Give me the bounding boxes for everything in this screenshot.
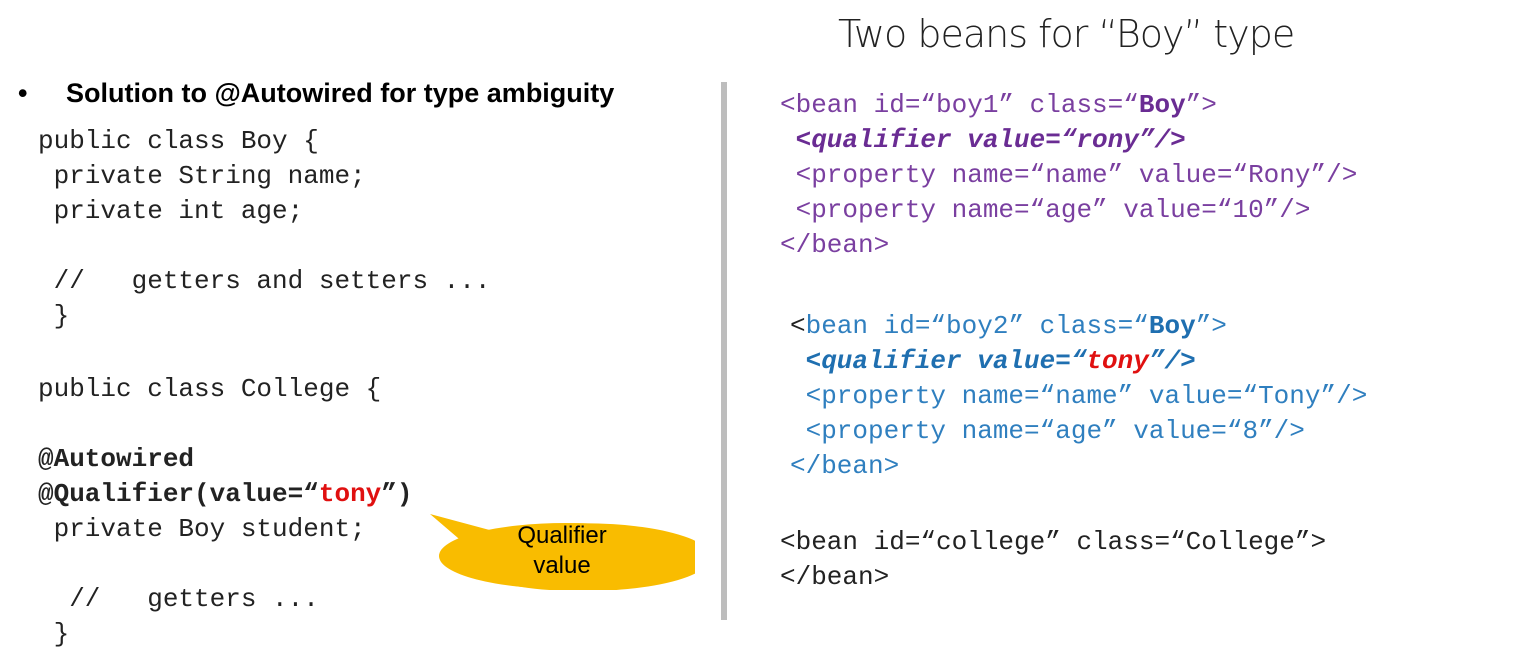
code-token: <qualifier value=“ [780,125,1077,155]
qualifier-value: tony [318,479,382,509]
autowired-annotation: @Autowired [38,444,195,474]
slide-title: Two beans for “Boy” type [838,12,1295,56]
bullet-heading: • Solution to @Autowired for type ambigui… [18,78,614,109]
code-token: ”) [381,479,413,509]
callout-text: Qualifier value [437,521,687,581]
xml-bean-close: </bean> [780,230,890,260]
xml-qualifier: <qualifier value=“tony”/> [790,346,1196,376]
qualifier-value: tony [1086,346,1149,376]
code-token: ”> [1185,90,1217,120]
heading-text: Solution to @Autowired for type ambiguit… [66,78,615,108]
vertical-divider [721,82,727,620]
code-line: private Boy student; [38,514,366,544]
callout-line: value [533,552,591,579]
xml-property: <property name=“name” value=“Rony”/> [780,160,1358,190]
callout-line: Qualifier [517,522,607,549]
bullet-icon: • [18,78,28,108]
code-token: ”/> [1148,346,1196,376]
xml-bean-open: <bean id=“boy2” class=“Boy”> [790,311,1227,341]
class-name: Boy [1148,311,1196,341]
code-comment: // getters and setters ... [38,266,491,296]
xml-bean-close: </bean> [780,562,890,592]
code-token: < [790,311,806,341]
xml-qualifier: <qualifier value=“rony”/> [780,125,1186,155]
qualifier-annotation: @Qualifier(value=“tony”) [38,479,413,509]
code-line: private int age; [38,196,304,226]
code-line: } [38,619,70,649]
code-line: public class Boy { [38,126,319,156]
callout-bubble [430,514,695,590]
code-token: bean id=“boy2” class=“ [805,311,1149,341]
code-token: ”/> [1138,125,1186,155]
code-comment: // getters ... [38,584,319,614]
xml-property: <property name=“age” value=“8”/> [790,416,1305,446]
code-token: <bean id=“boy1” class=“ [780,90,1139,120]
xml-property: <property name=“name” value=“Tony”/> [790,381,1368,411]
code-line: private String name; [38,161,366,191]
class-name: Boy [1138,90,1186,120]
xml-bean-close: </bean> [790,451,900,481]
qualifier-value: rony [1076,125,1139,155]
xml-property: <property name=“age” value=“10”/> [780,195,1311,225]
code-token: <qualifier value=“ [790,346,1087,376]
code-token: @Qualifier(value=“ [38,479,319,509]
xml-bean-open: <bean id=“boy1” class=“Boy”> [780,90,1217,120]
code-line: } [38,301,70,331]
code-token: ”> [1195,311,1227,341]
xml-bean-open: <bean id=“college” class=“College”> [780,527,1327,557]
code-line: public class College { [38,374,382,404]
